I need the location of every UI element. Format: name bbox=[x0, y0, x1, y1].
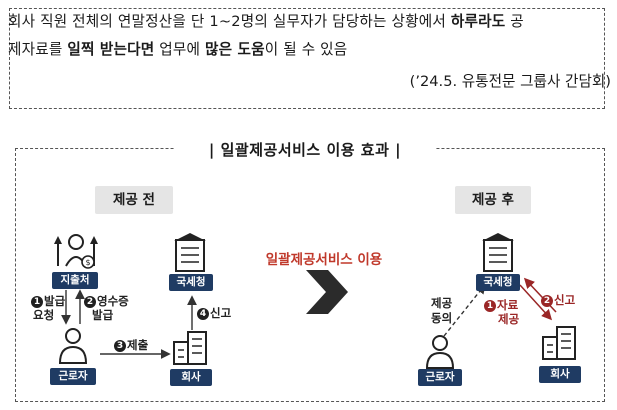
line2-segment: 제자료를 bbox=[8, 41, 68, 58]
company-tag-before: 회사 bbox=[170, 369, 212, 386]
arrow-consent bbox=[443, 283, 486, 337]
worker-icon bbox=[58, 328, 88, 364]
line2-segment: 많은 도움 bbox=[204, 41, 265, 58]
arrow-data-provide bbox=[519, 284, 553, 321]
line1-segment: 공 bbox=[505, 13, 524, 30]
before-label: 제공 전 bbox=[95, 186, 173, 214]
company-building-icon bbox=[542, 326, 576, 360]
company-tag-after: 회사 bbox=[539, 366, 581, 383]
payer-icon: $ bbox=[54, 234, 98, 269]
nts-tag-before: 국세청 bbox=[169, 274, 213, 291]
quote-box bbox=[9, 8, 605, 109]
nts-building-icon bbox=[482, 233, 514, 272]
worker-icon bbox=[425, 335, 455, 369]
quote-line-2: 제자료를 일찍 받는다면 업무에 많은 도움이 될 수 있음 bbox=[8, 36, 590, 64]
chevron-right-icon bbox=[306, 270, 348, 314]
line2-segment: 이 될 수 있음 bbox=[264, 41, 348, 58]
worker-tag-after: 근로자 bbox=[418, 369, 462, 386]
center-service-label: 일괄제공서비스 이용 bbox=[265, 252, 383, 268]
company-building-icon bbox=[173, 331, 207, 365]
line2-segment: 업무에 bbox=[154, 41, 205, 58]
after-label: 제공 후 bbox=[455, 186, 531, 214]
nts-building-icon bbox=[174, 233, 206, 272]
quote-source: (’24.5. 유통전문 그룹사 간담회) bbox=[409, 73, 611, 90]
arrow-report-after bbox=[523, 277, 557, 313]
diagram-title: | 일괄제공서비스 이용 효과 | bbox=[208, 141, 402, 159]
line2-segment: 일찍 받는다면 bbox=[67, 41, 155, 58]
line1-segment: 하루라도 bbox=[450, 13, 506, 30]
line1-segment: 회사 직원 전체의 연말정산을 단 1~2명의 실무자가 담당하는 상황에서 bbox=[8, 13, 451, 30]
svg-text:$: $ bbox=[85, 258, 90, 267]
payer-tag: 지출처 bbox=[52, 272, 98, 289]
quote-line-1: 회사 직원 전체의 연말정산을 단 1~2명의 실무자가 담당하는 상황에서 하… bbox=[8, 8, 590, 36]
diagram-title-wrap: | 일괄제공서비스 이용 효과 | bbox=[174, 138, 436, 162]
worker-tag-before: 근로자 bbox=[50, 368, 96, 385]
nts-tag-after: 국세청 bbox=[476, 274, 520, 291]
quote-text: 회사 직원 전체의 연말정산을 단 1~2명의 실무자가 담당하는 상황에서 하… bbox=[8, 8, 590, 64]
